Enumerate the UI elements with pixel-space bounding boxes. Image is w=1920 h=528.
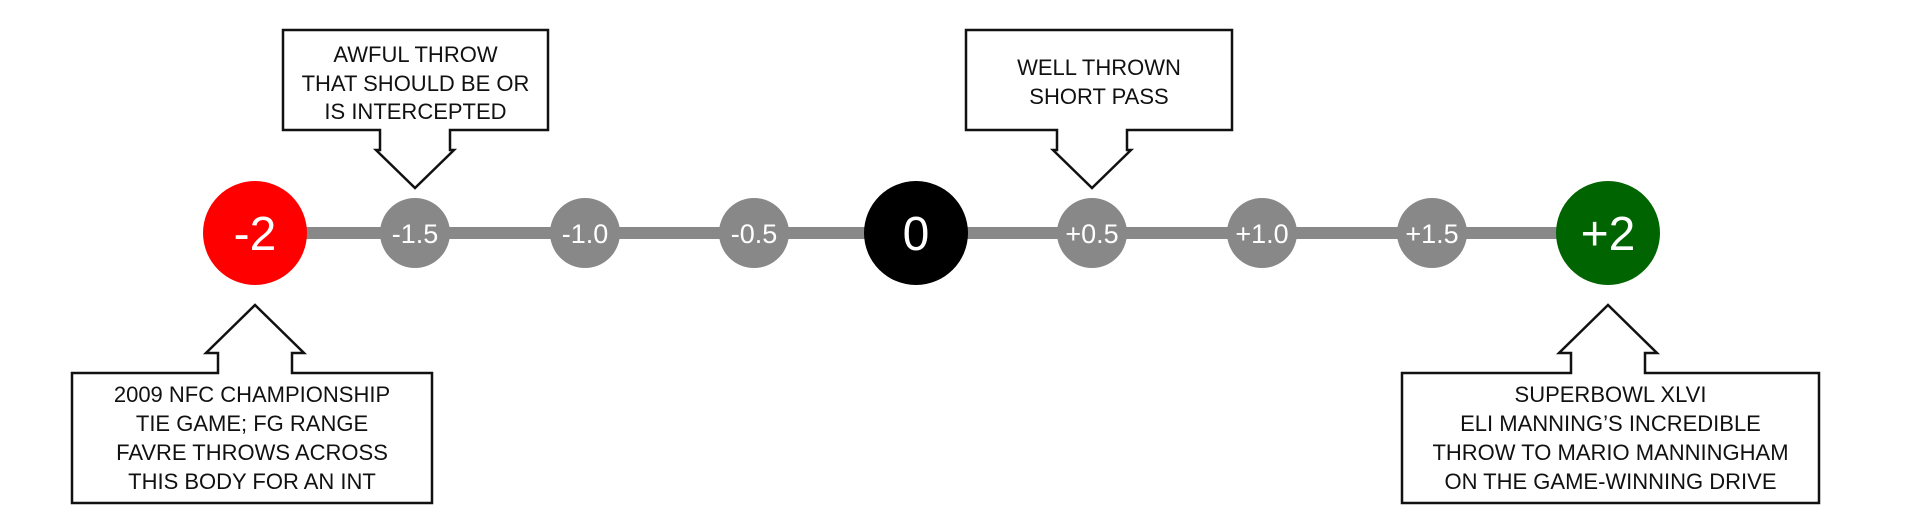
callout-line: SHORT PASS [1029,84,1168,109]
marker-circle [1397,198,1467,268]
callout-line: 2009 NFC CHAMPIONSHIP [114,382,390,407]
callout-minus2: 2009 NFC CHAMPIONSHIP TIE GAME; FG RANGE F… [70,303,434,505]
marker-circle [1227,198,1297,268]
scale-marker-plus1-0: +1.0 [1227,198,1297,268]
scale-marker-minus2: -2 [203,181,307,285]
marker-circle [864,181,968,285]
marker-label: -1.5 [392,219,439,249]
callout-arrow-box [1400,303,1821,505]
scale-marker-0: 0 [864,181,968,285]
callout-plus2: SUPERBOWL XLVI ELI MANNING’S INCREDIBLE TH… [1400,303,1821,505]
marker-circle [380,198,450,268]
scale-markers: -2 -1.5 -1.0 -0.5 0 +0.5 +1.0 +1.5 +2 [203,181,1660,285]
marker-circle [550,198,620,268]
marker-label: -2 [234,208,277,261]
callout-line: ELI MANNING’S INCREDIBLE [1460,411,1761,436]
callout-line: THAT SHOULD BE OR [302,71,530,96]
callout-line: TIE GAME; FG RANGE [136,411,368,436]
callout-line: ON THE GAME-WINNING DRIVE [1444,469,1776,494]
marker-circle [1057,198,1127,268]
marker-label: +0.5 [1065,219,1118,249]
marker-circle [719,198,789,268]
callouts: AWFUL THROW THAT SHOULD BE OR IS INTERCEPT… [70,28,1821,505]
scale-marker-minus1-5: -1.5 [380,198,450,268]
marker-circle [203,181,307,285]
marker-circle [1556,181,1660,285]
marker-label: +1.5 [1405,219,1458,249]
scale-marker-minus0-5: -0.5 [719,198,789,268]
callout-minus1-5: AWFUL THROW THAT SHOULD BE OR IS INTERCEPT… [281,28,550,190]
marker-label: +2 [1581,208,1636,261]
marker-label: -1.0 [562,219,609,249]
callout-line: WELL THROWN [1017,55,1181,80]
callout-line: SUPERBOWL XLVI [1515,382,1707,407]
scale-marker-plus0-5: +0.5 [1057,198,1127,268]
callout-arrow-box [70,303,434,505]
callout-line: IS INTERCEPTED [324,99,506,124]
scale-marker-plus1-5: +1.5 [1397,198,1467,268]
callout-line: FAVRE THROWS ACROSS [116,440,388,465]
scale-marker-plus2: +2 [1556,181,1660,285]
callout-arrow-box [281,28,550,190]
callout-line: THROW TO MARIO MANNINGHAM [1432,440,1788,465]
callout-arrow-box [964,28,1234,190]
marker-label: 0 [903,208,930,261]
scale-marker-minus1-0: -1.0 [550,198,620,268]
callout-plus0-5: WELL THROWN SHORT PASS [964,28,1234,190]
marker-label: +1.0 [1235,219,1288,249]
callout-line: AWFUL THROW [333,42,497,67]
marker-label: -0.5 [731,219,778,249]
callout-line: THIS BODY FOR AN INT [128,469,376,494]
